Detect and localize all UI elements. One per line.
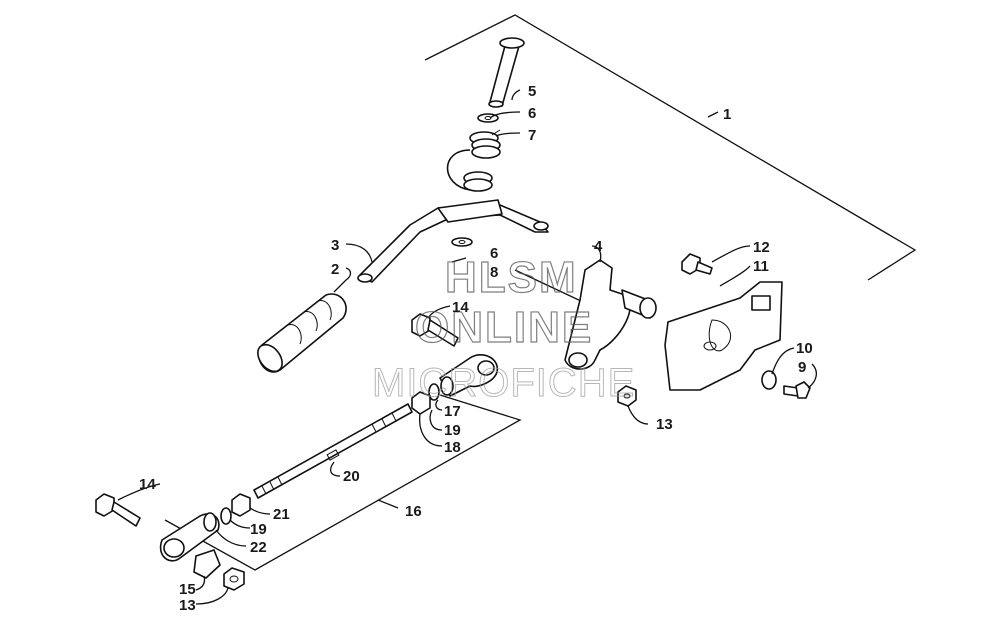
callout-10: 10 — [796, 340, 813, 357]
nut-part-18 — [411, 391, 431, 415]
callout-20: 20 — [343, 468, 360, 485]
callout-19-lower: 19 — [250, 521, 267, 538]
callout-5: 5 — [528, 83, 536, 100]
callout-21: 21 — [273, 506, 290, 523]
spacer-part-15 — [193, 549, 221, 579]
watermark-line-3: MICROFICHE — [372, 361, 635, 405]
pin-part-5 — [488, 37, 525, 108]
callout-7: 7 — [528, 127, 536, 144]
grip-part-2 — [257, 293, 347, 373]
callout-14-lower: 14 — [139, 476, 156, 493]
callout-17: 17 — [444, 403, 461, 420]
callout-6-lower: 6 — [490, 245, 498, 262]
spring-part-7 — [446, 129, 501, 192]
watermark-line-1: HLSM — [445, 253, 578, 302]
callout-16: 16 — [405, 503, 422, 520]
callout-15: 15 — [179, 581, 196, 598]
rod-part-20 — [253, 403, 413, 499]
callout-1: 1 — [723, 106, 731, 123]
callout-2: 2 — [331, 261, 339, 278]
watermark: HLSM ONLINE MICROFICHE — [372, 252, 635, 405]
callout-13-lower: 13 — [179, 597, 196, 614]
washer-part-19-lower — [220, 507, 232, 525]
washer-part-19-upper — [428, 383, 440, 401]
bolt-part-14-upper — [411, 313, 459, 347]
washer-part-10 — [761, 370, 777, 390]
plate-part-11 — [664, 281, 783, 391]
watermark-line-2: ONLINE — [415, 303, 593, 352]
callout-13-right: 13 — [656, 416, 673, 433]
callout-22: 22 — [250, 539, 267, 556]
callout-12: 12 — [753, 239, 770, 256]
callout-18: 18 — [444, 439, 461, 456]
callout-4: 4 — [594, 238, 603, 255]
bolt-part-9 — [783, 381, 811, 399]
rod-end-part-17 — [439, 354, 498, 397]
callout-9: 9 — [798, 359, 806, 376]
callout-11: 11 — [753, 258, 769, 275]
callout-19-upper: 19 — [444, 422, 461, 439]
callout-14-upper: 14 — [452, 299, 469, 316]
leader-lines — [117, 89, 818, 605]
callout-labels: 1 2 3 4 5 6 6 7 8 9 10 11 12 13 13 14 14… — [139, 83, 813, 614]
bolt-part-14-lower — [95, 493, 141, 527]
callout-3: 3 — [331, 237, 339, 254]
bolt-part-12 — [681, 253, 713, 275]
washer-part-6-lower — [451, 237, 473, 247]
bracket-part-4 — [564, 259, 657, 370]
callout-6-upper: 6 — [528, 105, 536, 122]
nut-part-13-right — [617, 385, 637, 407]
lever-part-3 — [357, 199, 549, 283]
cotter-part-8 — [451, 257, 467, 263]
assembly-16-bracket — [164, 394, 522, 571]
rod-end-part-22 — [159, 512, 220, 562]
nut-part-13-lower — [223, 567, 245, 591]
callout-8: 8 — [490, 264, 498, 281]
nut-part-21 — [231, 493, 251, 517]
